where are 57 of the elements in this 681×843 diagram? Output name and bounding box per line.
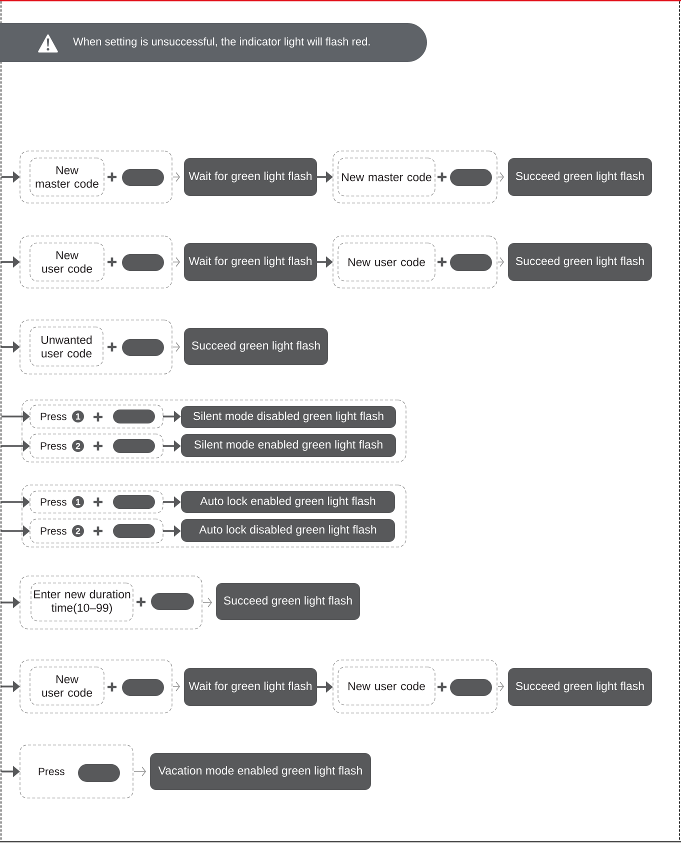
number-key: 1 <box>72 410 84 422</box>
result-box: Wait for green light flash <box>184 243 317 281</box>
result-box: Succeed green light flash <box>508 668 652 706</box>
button <box>151 593 194 610</box>
button <box>122 679 164 696</box>
button <box>113 439 155 453</box>
step-box: New user code <box>30 666 104 706</box>
dashed-group-box <box>22 484 406 548</box>
chevron <box>498 172 504 182</box>
number-key: 1 <box>72 496 84 508</box>
step-box: New master code <box>30 158 104 196</box>
dashed-group-box <box>20 576 202 630</box>
button <box>450 254 492 271</box>
dashed-group-box <box>22 400 406 462</box>
result-box: Wait for green light flash <box>184 668 317 706</box>
result-box: Wait for green light flash <box>184 158 317 196</box>
dashed-group-box <box>20 150 172 204</box>
button <box>122 339 164 356</box>
step-box: New user code <box>30 242 104 282</box>
button <box>450 169 492 186</box>
chevron <box>172 682 180 692</box>
chevron <box>172 172 180 182</box>
button <box>122 254 164 271</box>
chevron <box>498 257 504 267</box>
step-box: Enter new duration time(10–99) <box>30 582 134 622</box>
button <box>113 410 155 424</box>
button <box>113 495 155 509</box>
dashed-group-box <box>20 660 172 714</box>
button <box>450 679 492 696</box>
result-box: Succeed green light flash <box>216 583 360 620</box>
dashed-group-box <box>20 236 172 288</box>
step-box: Press <box>20 744 134 798</box>
warning-banner: When setting is unsuccessful, the indicator light will flash red. <box>0 23 427 62</box>
chevron <box>202 598 212 608</box>
button <box>78 764 120 782</box>
button <box>113 524 155 538</box>
result-box: Succeed green light flash <box>508 158 652 196</box>
dashed-group-box <box>332 236 498 288</box>
chevron <box>134 766 146 776</box>
number-key: 2 <box>72 440 84 452</box>
result-box: Silent mode enabled green light flash <box>181 434 396 457</box>
number-key: 2 <box>72 525 84 537</box>
button <box>122 169 164 186</box>
result-box: Auto lock disabled green light flash <box>181 519 395 542</box>
dashed-group-box <box>332 660 498 714</box>
result-box: Succeed green light flash <box>184 328 328 365</box>
step-box: New user code <box>338 242 436 282</box>
result-box: Succeed green light flash <box>508 243 652 281</box>
result-box: Vacation mode enabled green light flash <box>150 753 371 790</box>
chevron <box>172 342 180 352</box>
step-box: Unwanted user code <box>30 326 104 366</box>
chevron <box>172 257 180 267</box>
dashed-group-box <box>20 320 172 374</box>
dashed-group-box <box>332 150 498 204</box>
chevron <box>498 682 504 692</box>
step-box: New master code <box>338 158 436 196</box>
step-box: New user code <box>338 666 436 706</box>
